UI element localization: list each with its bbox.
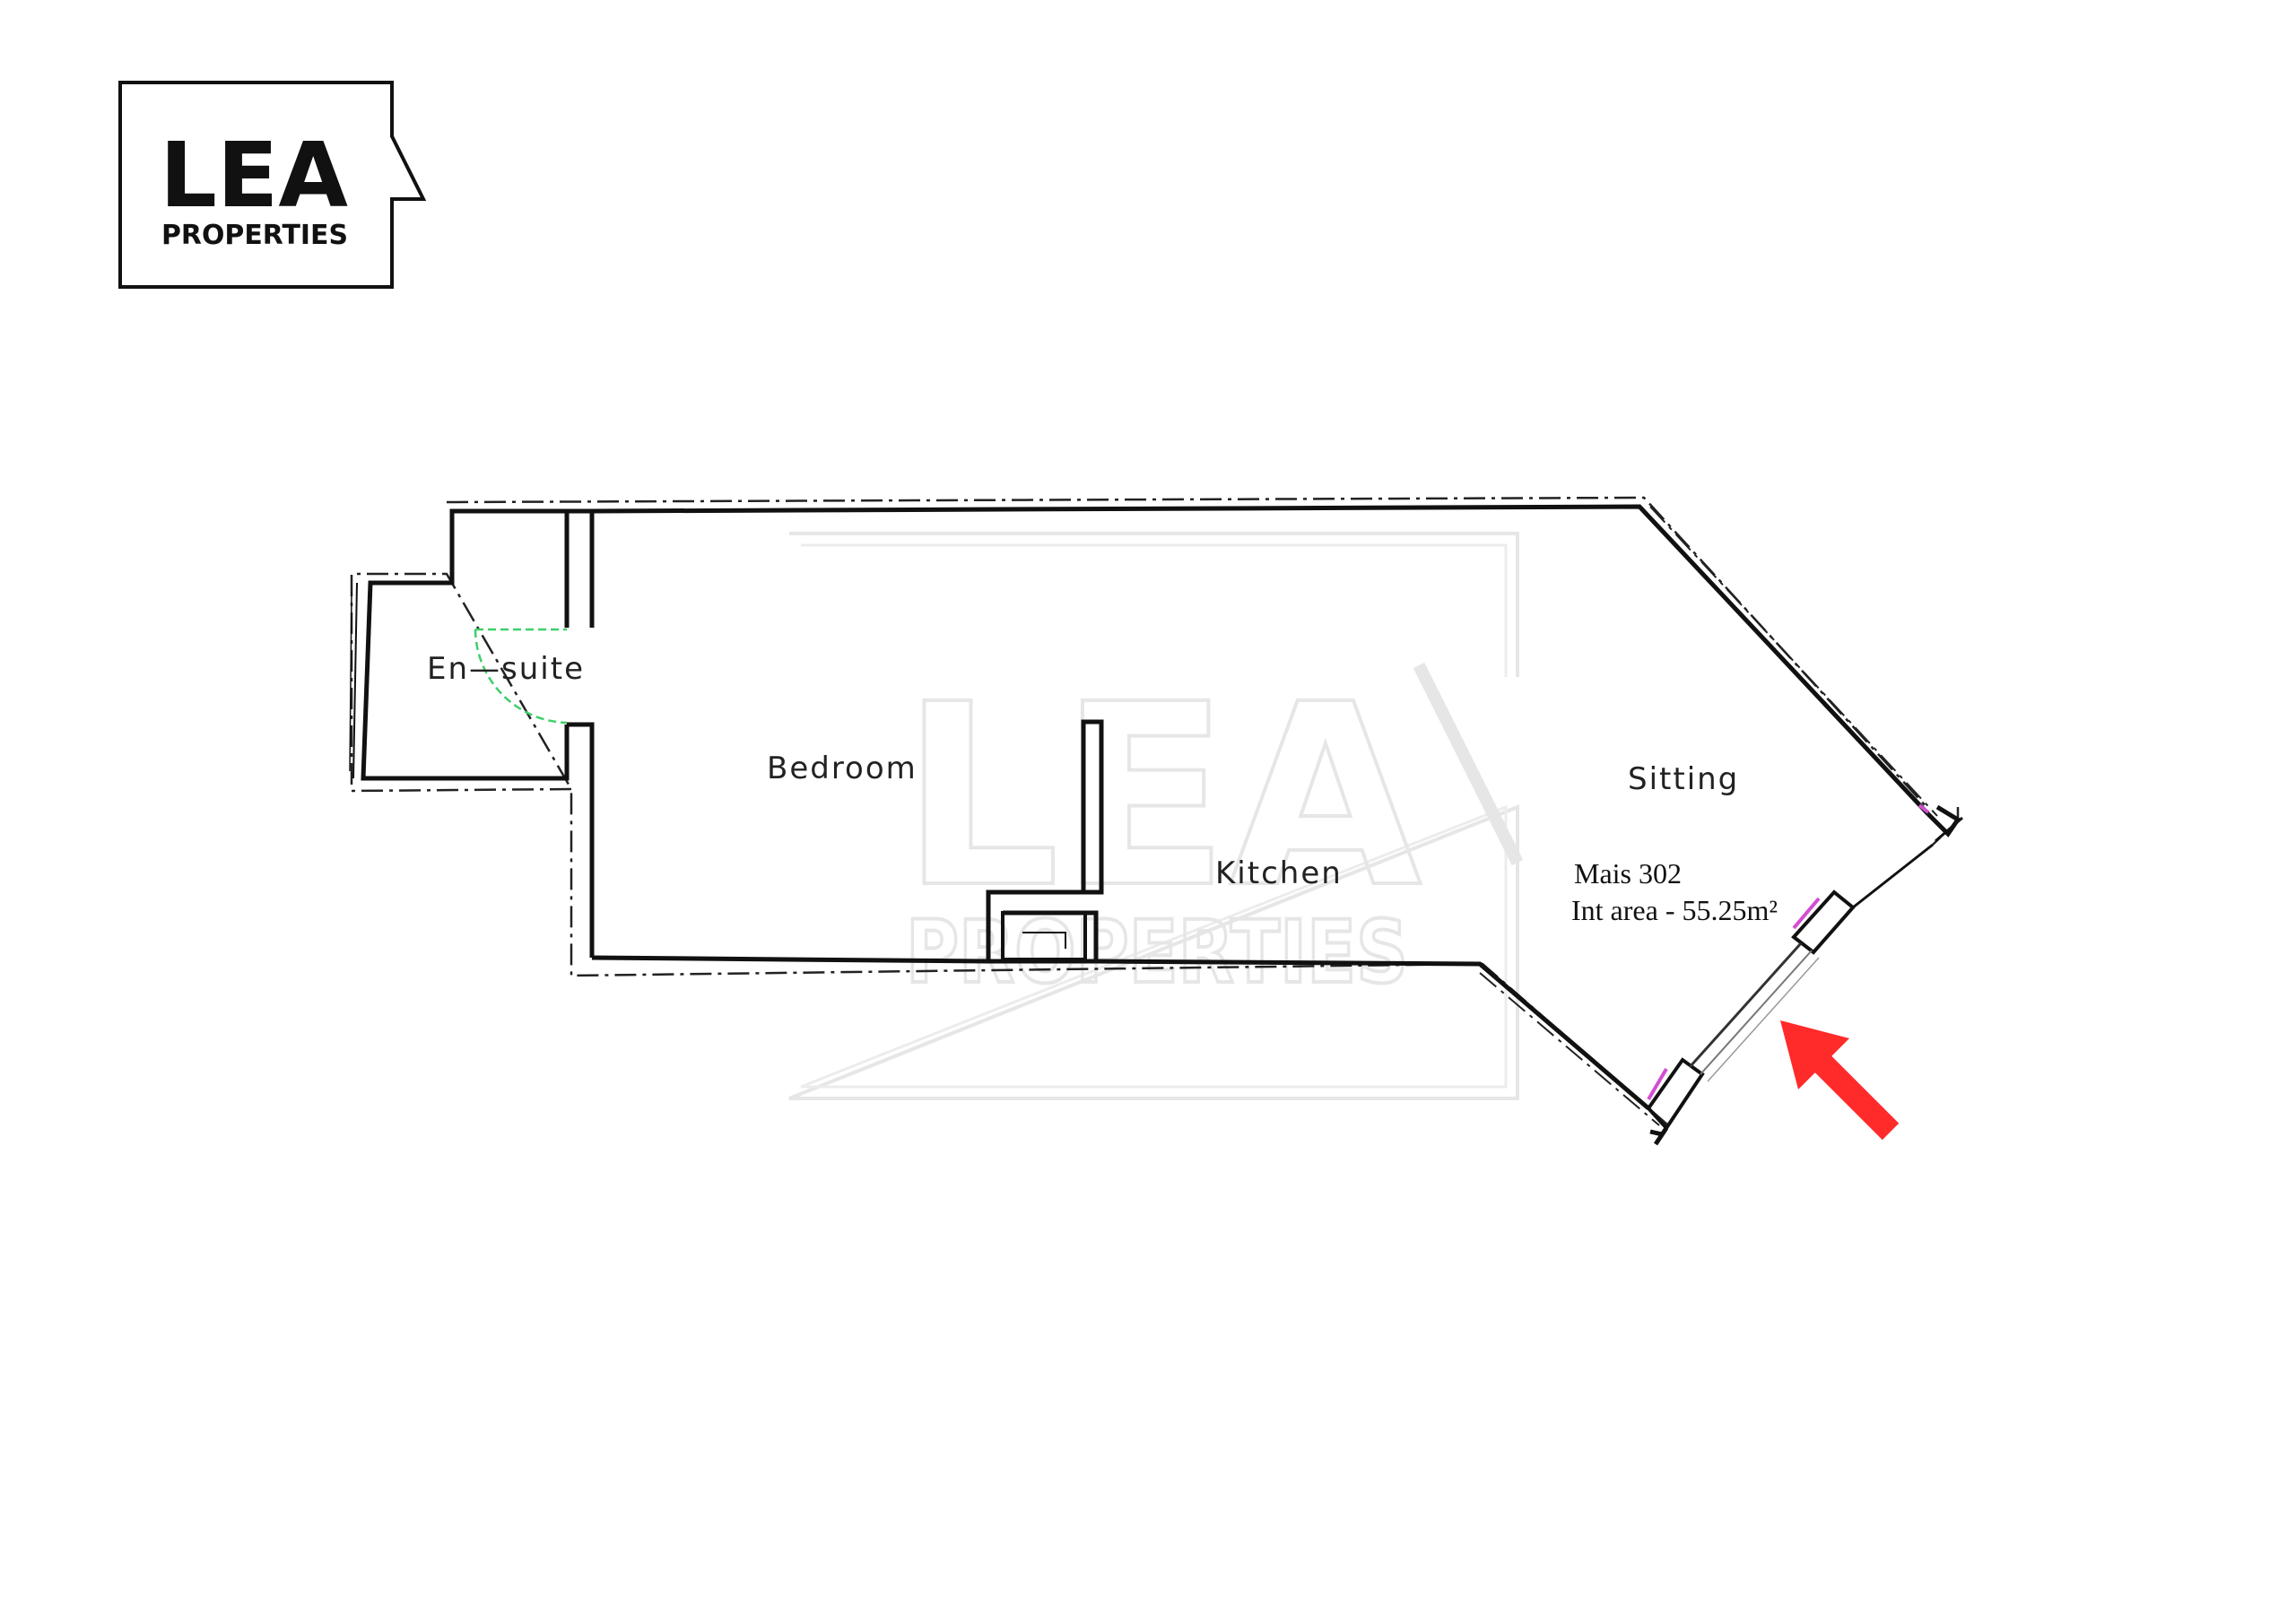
- room-label-kitchen: Kitchen: [1215, 855, 1343, 891]
- unit-area: Int area - 55.25m²: [1571, 894, 1778, 926]
- wall-ensuite: [361, 508, 595, 781]
- logo-subtitle: PROPERTIES: [161, 220, 348, 251]
- ensuite-window: [349, 582, 358, 779]
- watermark: LEA PROPERTIES: [788, 532, 1524, 1100]
- wall-bottom: [591, 955, 1650, 1110]
- watermark-frame-inner: [800, 543, 1508, 1089]
- wall-kitchen-partition: [1081, 719, 1104, 895]
- watermark-title: LEA: [901, 651, 1423, 943]
- logo-frame: [118, 81, 427, 289]
- ensuite-door: [474, 628, 568, 725]
- watermark-frame: [788, 532, 1519, 1100]
- logo-title: LEA: [160, 123, 348, 228]
- watermark-subtitle: PROPERTIES: [906, 902, 1408, 1002]
- arrow-up-left-icon: [1780, 1020, 1900, 1141]
- sliding-window: [1646, 803, 1963, 1146]
- watermark-slash: [1413, 662, 1524, 866]
- unit-name: Mais 302: [1574, 857, 1682, 890]
- room-label-sitting: Sitting: [1628, 761, 1739, 797]
- room-label-bedroom: Bedroom: [767, 751, 918, 786]
- duct-inner: [1022, 932, 1066, 949]
- wall-top: [591, 504, 1930, 816]
- wall-partition: [567, 722, 595, 958]
- duct-box: [1001, 911, 1087, 961]
- logo: LEA PROPERTIES: [118, 81, 427, 289]
- room-label-ensuite: En—suite: [427, 651, 585, 687]
